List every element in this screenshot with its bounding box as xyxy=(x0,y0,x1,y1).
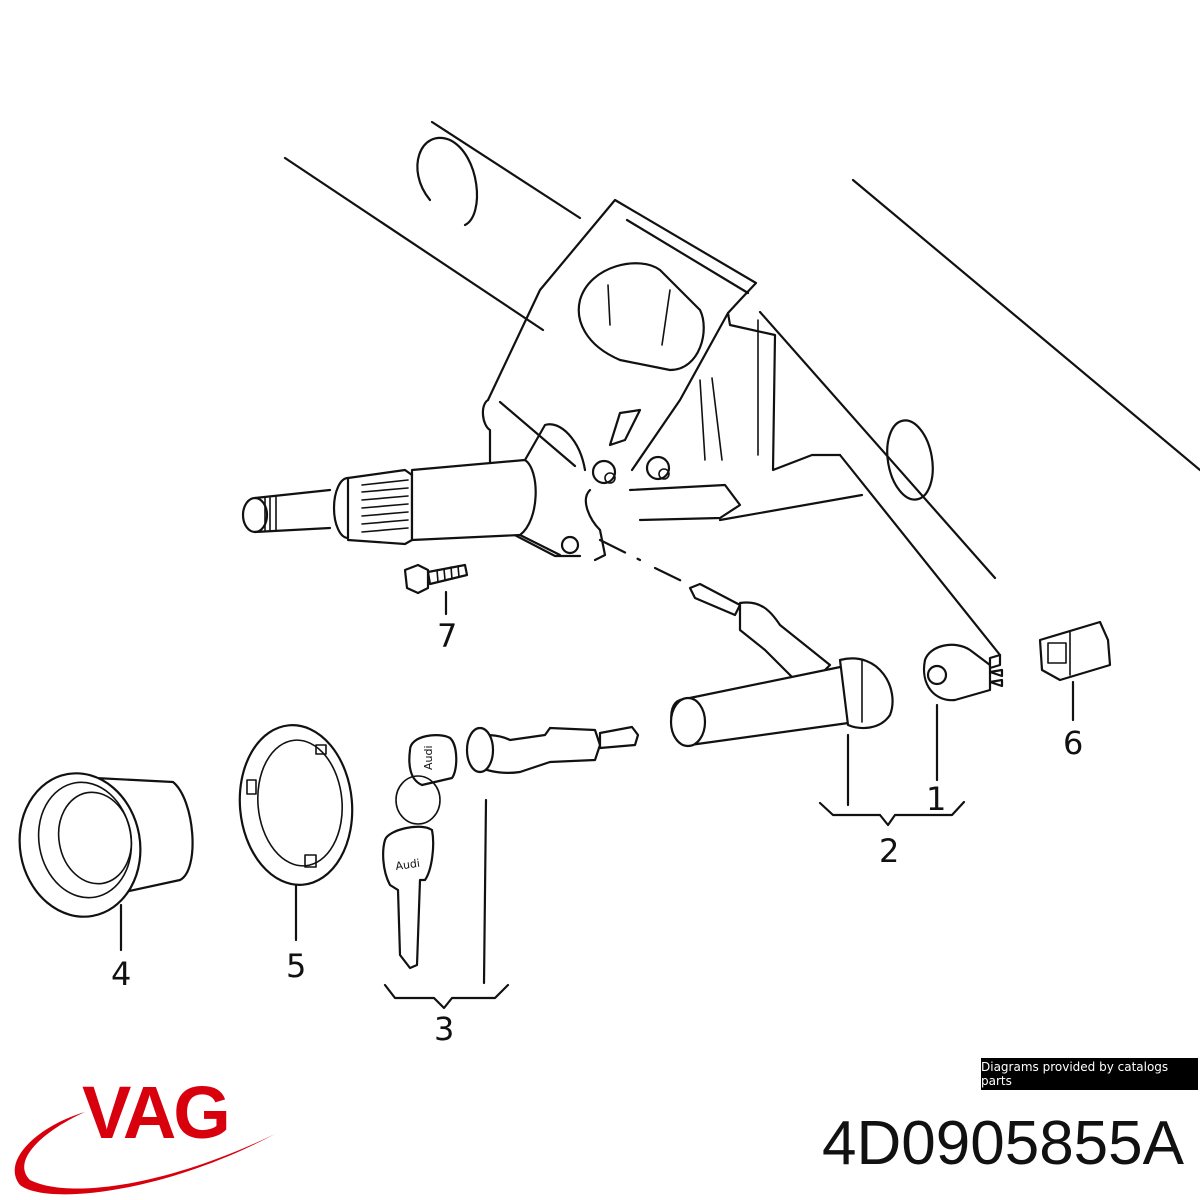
lock-cylinder-part-3: Audi Audi xyxy=(382,725,640,1010)
steering-column-shaft xyxy=(241,423,587,557)
callout-4: 4 xyxy=(111,955,132,993)
trim-ring-part-4 xyxy=(18,772,194,952)
body-panel-lines xyxy=(283,120,1200,657)
ignition-switch-part-1 xyxy=(922,643,1004,782)
logo-text: VAG xyxy=(82,1071,231,1154)
attribution-banner: Diagrams provided by catalogs parts xyxy=(981,1058,1198,1090)
key-brand-label-1: Audi xyxy=(422,745,435,770)
part-number: 4D0905855A xyxy=(822,1109,1184,1178)
steering-column-bracket xyxy=(481,198,864,558)
callout-7: 7 xyxy=(437,617,458,655)
mounting-nuts xyxy=(560,455,692,587)
group-bracket-2 xyxy=(818,800,966,827)
callout-6: 6 xyxy=(1063,724,1084,762)
lock-housing-part-2 xyxy=(669,582,894,807)
bolt-part-7 xyxy=(403,563,469,616)
callout-2: 2 xyxy=(879,832,900,870)
key-brand-label-2: Audi xyxy=(395,857,421,873)
connector-part-6 xyxy=(1038,620,1112,722)
callout-3: 3 xyxy=(434,1010,455,1048)
callout-5: 5 xyxy=(286,947,307,985)
callout-1: 1 xyxy=(926,780,947,818)
vag-logo: VAG xyxy=(10,1070,300,1200)
vag-logo-swoosh xyxy=(14,1112,275,1195)
washer-part-5 xyxy=(238,724,354,942)
